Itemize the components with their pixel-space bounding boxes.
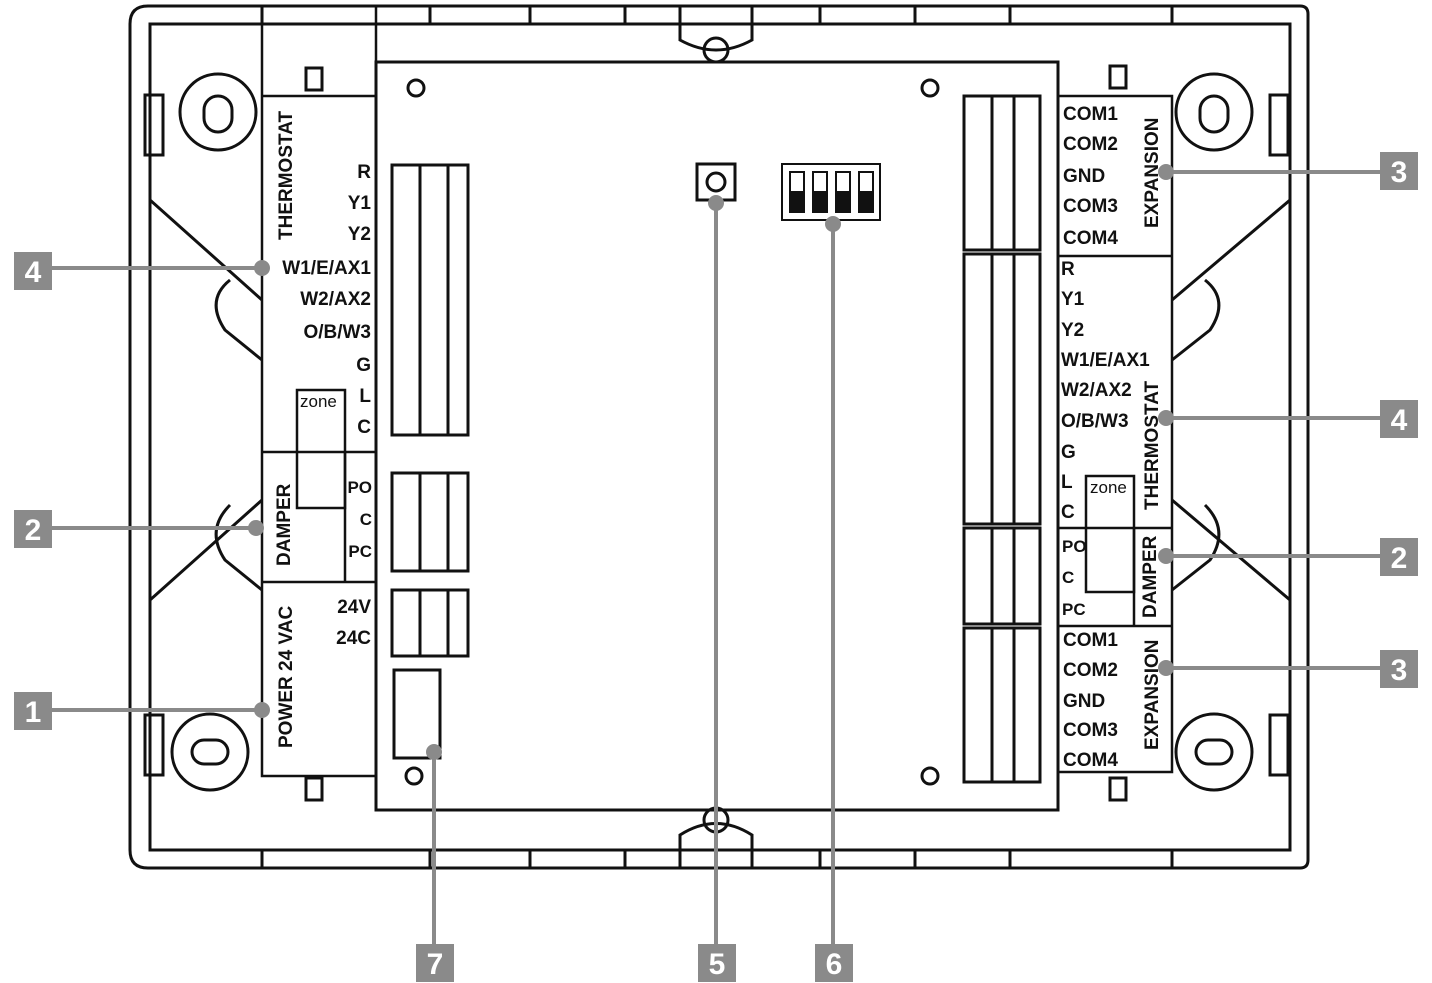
reset-button <box>695 162 737 202</box>
callout-badge <box>1380 152 1418 190</box>
terminal-label: O/B/W3 <box>1061 411 1129 432</box>
callout-number: 4 <box>1391 404 1408 437</box>
right-expansion-bottom-title: EXPANSION <box>1142 639 1163 750</box>
fuse <box>392 668 442 760</box>
callout-badges: 4 2 1 3 4 2 3 7 5 6 <box>14 152 1418 982</box>
right-zone-box <box>1084 474 1136 594</box>
left-damper-terminal-block <box>390 471 470 573</box>
terminal-label: C <box>1061 502 1075 523</box>
left-thermostat-terminal-block <box>390 163 470 437</box>
terminal-label: 24V <box>337 597 371 618</box>
right-damper-title: DAMPER <box>1140 535 1161 618</box>
terminal-label: COM1 <box>1063 630 1118 651</box>
left-thermostat-terminal-labels: R Y1 Y2 W1/E/AX1 W2/AX2 O/B/W3 G L C <box>282 162 371 438</box>
terminal-label: Y1 <box>1061 289 1085 310</box>
terminal-label: G <box>1061 442 1076 463</box>
callout-number: 3 <box>1391 156 1408 189</box>
right-thermostat-block <box>962 252 1042 526</box>
callout-badge <box>815 944 853 982</box>
right-expansion-top-labels: COM1 COM2 GND COM3 COM4 <box>1063 104 1118 249</box>
right-zone-label: zone <box>1090 478 1127 497</box>
mounting-frame <box>128 4 1310 870</box>
callout-number: 5 <box>709 948 726 981</box>
terminal-label: COM3 <box>1063 196 1118 217</box>
terminal-label: PO <box>1062 537 1087 556</box>
terminal-label: COM4 <box>1063 228 1118 249</box>
terminal-label: C <box>360 510 372 529</box>
terminal-label: C <box>357 417 371 438</box>
terminal-label: Y2 <box>1061 320 1084 341</box>
callout-badge <box>1380 650 1418 688</box>
terminal-label: COM4 <box>1063 750 1118 771</box>
callout-number: 3 <box>1391 654 1408 687</box>
right-thermostat-title: THERMOSTAT <box>1142 380 1163 510</box>
right-damper-terminal-labels: PO C PC <box>1062 537 1087 619</box>
terminal-label: COM2 <box>1063 660 1118 681</box>
dip-switch <box>781 163 881 221</box>
terminal-label: R <box>357 162 371 183</box>
terminal-label: O/B/W3 <box>303 322 371 343</box>
callout-badge <box>698 944 736 982</box>
callout-number: 6 <box>826 948 843 981</box>
terminal-label: Y2 <box>348 224 371 245</box>
left-damper-title: DAMPER <box>274 483 295 566</box>
left-power-terminal-labels: 24V 24C <box>336 597 371 649</box>
callout-number: 4 <box>25 256 42 289</box>
terminal-label: GND <box>1063 691 1105 712</box>
callout-badge <box>14 692 52 730</box>
right-expansion-top-title: EXPANSION <box>1142 117 1163 228</box>
terminal-label: PO <box>347 478 372 497</box>
terminal-label: W2/AX2 <box>1061 380 1132 401</box>
terminal-label: R <box>1061 259 1075 280</box>
callout-number: 2 <box>1391 542 1408 575</box>
terminal-label: W1/E/AX1 <box>282 258 371 279</box>
callout-badge <box>14 252 52 290</box>
terminal-label: COM1 <box>1063 104 1118 125</box>
terminal-label: L <box>359 386 371 407</box>
right-expansion-top-block <box>962 94 1042 252</box>
right-expansion-bottom-labels: COM1 COM2 GND COM3 COM4 <box>1063 630 1118 771</box>
left-power-title: POWER 24 VAC <box>276 606 297 748</box>
terminal-label: C <box>1062 568 1074 587</box>
right-thermostat-terminal-labels: R Y1 Y2 W1/E/AX1 W2/AX2 O/B/W3 G L C <box>1061 259 1150 523</box>
callout-badge <box>1380 400 1418 438</box>
left-zone-label: zone <box>300 392 337 411</box>
right-expansion-bottom-block <box>962 626 1042 784</box>
callout-badge <box>416 944 454 982</box>
callout-badge <box>14 510 52 548</box>
left-zone-box <box>295 388 347 510</box>
right-damper-block <box>962 526 1042 626</box>
terminal-label: GND <box>1063 166 1105 187</box>
terminal-label: COM3 <box>1063 720 1118 741</box>
callout-number: 7 <box>427 948 444 981</box>
callout-number: 1 <box>25 696 42 729</box>
terminal-label: PC <box>1062 600 1086 619</box>
callout-leaders <box>52 164 1380 946</box>
terminal-label: L <box>1061 472 1073 493</box>
terminal-label: G <box>356 355 371 376</box>
callout-number: 2 <box>25 514 42 547</box>
left-damper-terminal-labels: PO C PC <box>347 478 372 561</box>
terminal-label: 24C <box>336 628 371 649</box>
left-terminal-blocks <box>390 163 470 760</box>
left-thermostat-title: THERMOSTAT <box>276 110 297 240</box>
terminal-label: W2/AX2 <box>300 289 371 310</box>
terminal-label: W1/E/AX1 <box>1061 350 1150 371</box>
terminal-label: PC <box>348 542 372 561</box>
callout-badge <box>1380 538 1418 576</box>
right-terminal-blocks <box>962 94 1042 784</box>
terminal-label: COM2 <box>1063 134 1118 155</box>
terminal-label: Y1 <box>348 193 372 214</box>
left-power-terminal-block <box>390 588 470 658</box>
